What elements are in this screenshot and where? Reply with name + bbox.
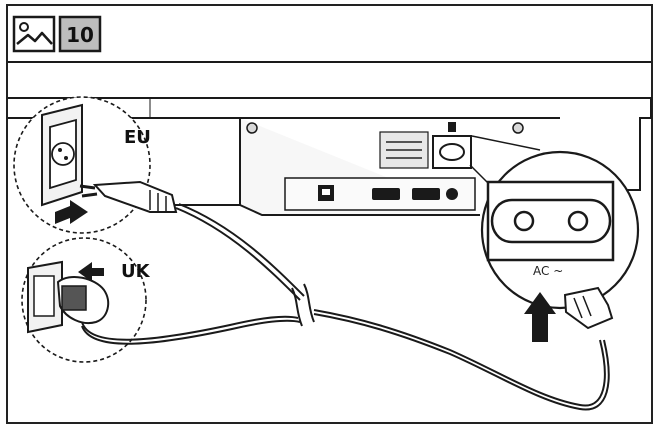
ac-label: AC ~	[533, 264, 563, 278]
step-number: 10	[66, 23, 94, 47]
uk-socket-detail	[21, 237, 147, 363]
eu-label: EU	[124, 127, 151, 148]
uk-label: UK	[121, 261, 151, 282]
power-socket	[432, 135, 472, 169]
insert-arrow-eu	[55, 200, 88, 224]
insert-arrow-ac	[524, 292, 556, 342]
aux-port	[446, 188, 458, 200]
insert-arrow-uk	[78, 262, 104, 282]
ac-socket-zoom: AC ~	[469, 135, 640, 342]
eu-plug	[79, 180, 178, 213]
eu-socket-detail	[13, 96, 151, 234]
optical-port	[318, 185, 334, 201]
image-icon	[12, 15, 56, 53]
step-number-badge: 10	[58, 15, 102, 53]
hdmi-out-port	[372, 188, 400, 200]
power-cables	[81, 203, 610, 411]
hdmi-in-port	[412, 188, 440, 200]
